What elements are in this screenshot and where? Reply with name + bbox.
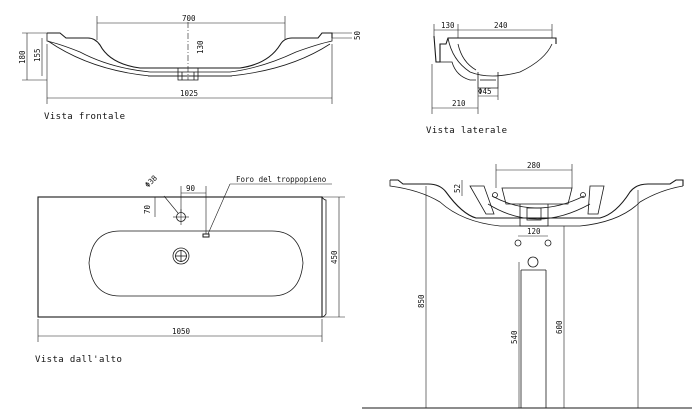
dim-ped-280: 280 [527, 161, 541, 170]
dim-side-240: 240 [494, 21, 508, 30]
pedestal-view: 280 52 120 850 540 600 [362, 161, 692, 409]
dim-side-130: 130 [441, 21, 455, 30]
dim-top-90: 90 [186, 184, 196, 193]
caption-front-view: Vista frontale [44, 112, 125, 122]
dim-side-diam45: Φ45 [478, 87, 492, 96]
side-view: 130 240 210 Φ45 Vista laterale [426, 21, 557, 136]
dim-ped-850: 850 [417, 294, 426, 308]
top-view: 90 70 Φ38 Foro del troppopieno 450 1050 … [35, 173, 345, 365]
dim-front-1025: 1025 [180, 89, 198, 98]
dim-top-1050: 1050 [172, 327, 191, 336]
caption-side-view: Vista laterale [426, 126, 507, 136]
dim-ped-540: 540 [510, 330, 519, 344]
overflow-label: Foro del troppopieno [236, 175, 327, 184]
dim-front-130: 130 [196, 40, 205, 54]
column-hole [527, 256, 539, 268]
dim-top-diam38: Φ38 [143, 173, 159, 189]
dim-top-70: 70 [143, 204, 152, 214]
dim-ped-120: 120 [527, 227, 541, 236]
caption-top-view: Vista dall'alto [35, 355, 122, 365]
dim-top-450: 450 [330, 250, 339, 264]
dim-front-180: 180 [18, 50, 27, 64]
overflow-hole [202, 233, 210, 238]
dim-side-210: 210 [452, 99, 466, 108]
dim-ped-600: 600 [555, 320, 564, 334]
drain-outer-circle [172, 247, 190, 265]
dim-front-50: 50 [353, 30, 362, 40]
dim-front-155: 155 [33, 48, 42, 62]
front-view: 700 130 180 155 50 1025 Vista frontale [18, 14, 362, 122]
dim-front-700: 700 [182, 14, 196, 23]
dim-ped-52: 52 [453, 184, 462, 193]
